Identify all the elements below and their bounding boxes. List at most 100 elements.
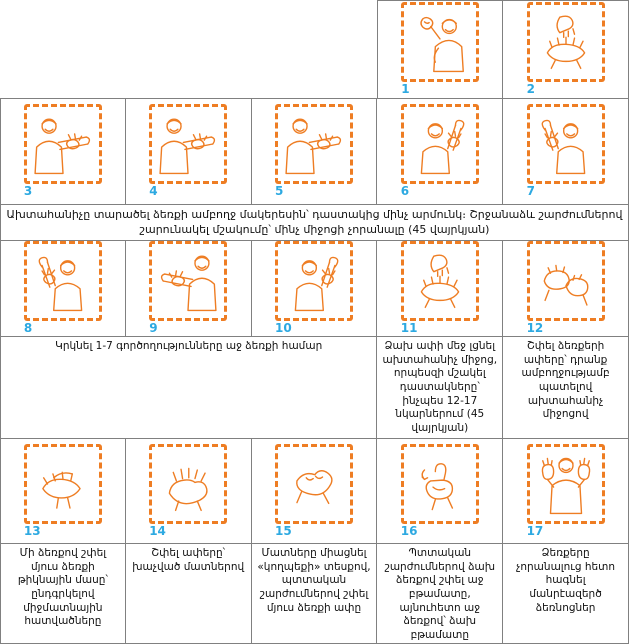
- step-number: 17: [526, 523, 544, 538]
- caption-crossed-fingers: Շփել ափերը՝ խաչված մատներով: [125, 543, 252, 644]
- step-number: 14: [149, 523, 166, 538]
- caption-text: Ձեռքերը չորանալուց հետո հագնել մանրէազեր…: [516, 547, 616, 614]
- caption-spread-sanitizer: Ախտահանիչը տարածել ձեռքի ամբողջ մակերեսի…: [0, 204, 629, 241]
- caption-back-of-hand: Մի ձեռքով շփել մյուս ձեռքի թիկնային մասը…: [0, 543, 126, 644]
- caption-lock-grip: Մատները միացնել «կողպեքի» տեսքով, պտտակա…: [251, 543, 378, 644]
- step-panel: 12: [526, 241, 605, 335]
- caption-text: Կրկնել 1-7 գործողությունները աջ ձեռքի հա…: [55, 340, 323, 352]
- step-panel: 15: [274, 443, 353, 538]
- row-steps-1-2: 1 2: [0, 0, 629, 99]
- step-5-cell: 5: [251, 98, 378, 205]
- step-9-frame: [149, 241, 228, 322]
- step-number: 6: [400, 184, 410, 199]
- fingertips-in-palm-icon: [535, 10, 597, 74]
- row-steps-3-7: 3 4 5 6: [0, 98, 629, 205]
- palm-to-palm-icon: [535, 249, 597, 313]
- step-number: 5: [274, 184, 284, 199]
- step-panel: 17: [526, 443, 605, 538]
- step-8-frame: [23, 241, 102, 322]
- step-8-cell: 8: [0, 240, 126, 337]
- step-panel: 5: [274, 104, 353, 199]
- step-6-cell: 6: [377, 98, 504, 205]
- step-panel: 6: [400, 104, 479, 199]
- step-13-cell: 13: [0, 438, 126, 544]
- step-6-frame: [400, 104, 479, 185]
- step-panel: 2: [526, 2, 605, 97]
- step-number: 13: [23, 523, 41, 538]
- empty-space: [0, 0, 377, 99]
- caption-text: Պտտական շարժումներով ձախ ձեռքով շփել աջ …: [384, 547, 495, 641]
- step-3-cell: 3: [0, 98, 126, 205]
- caption-text: Ձախ ափի մեջ լցնել ախտահանիչ միջոց, որպես…: [382, 340, 498, 434]
- step-14-frame: [149, 443, 228, 524]
- rub-elbow-icon: [409, 112, 471, 176]
- step-17-cell: 17: [503, 438, 629, 544]
- caption-text: Շփել ափերը՝ խաչված մատներով: [132, 547, 245, 573]
- step-number: 11: [400, 321, 418, 336]
- row-captions-mid: Կրկնել 1-7 գործողությունները աջ ձեռքի հա…: [0, 336, 629, 439]
- row-caption-top: Ախտահանիչը տարածել ձեռքի ամբողջ մակերեսի…: [0, 204, 629, 241]
- step-7-frame: [526, 104, 605, 185]
- step-number: 16: [400, 523, 418, 538]
- step-11-cell: 11: [377, 240, 504, 337]
- step-14-cell: 14: [125, 438, 252, 544]
- row-steps-8-12: 8 9 10 11: [0, 240, 629, 337]
- step-2-frame: [526, 2, 605, 83]
- rub-upper-arm-icon: [535, 112, 597, 176]
- caption-text: Մի ձեռքով շփել մյուս ձեռքի թիկնային մասը…: [17, 547, 108, 628]
- step-panel: 9: [149, 241, 228, 336]
- caption-repeat-for-right-hand: Կրկնել 1-7 գործողությունները աջ ձեռքի հա…: [0, 336, 378, 439]
- step-10-frame: [274, 241, 353, 322]
- person-pressing-dispenser-icon: [409, 10, 471, 74]
- caption-pour-into-left-palm: Ձախ ափի մեջ լցնել ախտահանիչ միջոց, որպես…: [377, 336, 504, 439]
- interlaced-fingers-icon: [157, 452, 219, 516]
- caption-text: Ախտահանիչը տարածել ձեռքի ամբողջ մակերեսի…: [6, 208, 623, 236]
- step-1-frame: [401, 2, 480, 83]
- step-12-cell: 12: [503, 240, 629, 337]
- step-number: 9: [149, 321, 158, 336]
- rub-forearm-icon: [283, 112, 345, 176]
- caption-rub-palms-cover: Շփել ձեռքերի ափերը՝ դրանք ամբողջությամբ …: [503, 336, 629, 439]
- back-of-hand-rub-icon: [32, 452, 94, 516]
- row-captions-bottom: Մի ձեռքով շփել մյուս ձեռքի թիկնային մասը…: [0, 543, 629, 644]
- step-4-cell: 4: [125, 98, 252, 205]
- step-panel: 16: [400, 443, 479, 538]
- step-number: 4: [149, 184, 158, 199]
- caption-sterile-gloves: Ձեռքերը չորանալուց հետո հագնել մանրէազեր…: [503, 543, 629, 644]
- step-5-frame: [274, 104, 353, 185]
- thumb-rotation-icon: [409, 452, 471, 516]
- step-12-frame: [526, 241, 605, 322]
- rub-arm-raised-icon: [283, 249, 345, 313]
- step-panel: 3: [23, 104, 102, 199]
- step-panel: 1: [401, 2, 480, 97]
- step-10-cell: 10: [251, 240, 378, 337]
- palms-up-person-icon: [535, 452, 597, 516]
- step-13-frame: [23, 443, 102, 524]
- step-11-frame: [400, 241, 479, 322]
- step-panel: 4: [149, 104, 228, 199]
- rub-wrist-icon: [32, 112, 94, 176]
- step-number: 1: [401, 82, 410, 97]
- step-17-frame: [526, 443, 605, 524]
- step-panel: 8: [23, 241, 102, 336]
- step-number: 15: [274, 523, 292, 538]
- rub-forearm-left-icon: [157, 249, 219, 313]
- step-7-cell: 7: [503, 98, 629, 205]
- step-15-cell: 15: [251, 438, 378, 544]
- pour-sanitizer-palm-icon: [409, 249, 471, 313]
- step-panel: 14: [149, 443, 228, 538]
- step-panel: 10: [274, 241, 353, 335]
- step-panel: 7: [526, 104, 605, 199]
- step-number: 3: [23, 184, 33, 199]
- step-4-frame: [149, 104, 228, 185]
- step-number: 7: [526, 184, 535, 199]
- rub-elbow-left-icon: [32, 249, 94, 313]
- step-15-frame: [274, 443, 353, 524]
- caption-text: Շփել ձեռքերի ափերը՝ դրանք ամբողջությամբ …: [521, 340, 610, 421]
- step-number: 8: [23, 321, 33, 336]
- step-panel: 13: [23, 443, 102, 538]
- step-number: 2: [526, 82, 535, 97]
- step-16-frame: [400, 443, 479, 524]
- row-steps-13-17: 13 14 15 16: [0, 438, 629, 544]
